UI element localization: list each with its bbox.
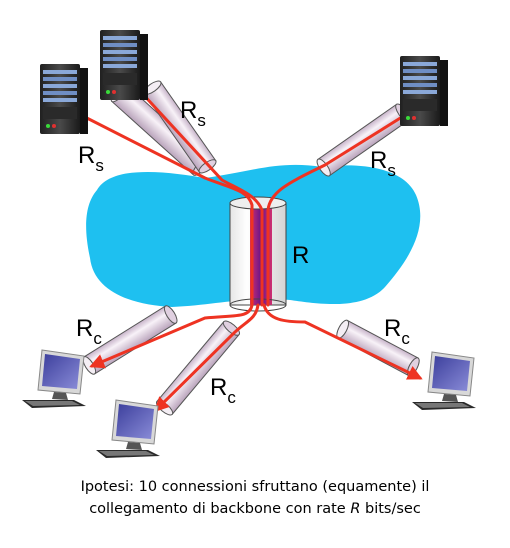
client-link-pipe-3 [336, 319, 420, 377]
server-link-label-3: Rs [370, 147, 396, 180]
server-link-label-1: Rs [180, 97, 206, 130]
server-icon-right [400, 56, 448, 126]
server-link-label-2: Rs [78, 142, 104, 175]
client-computer-icon-left [21, 349, 87, 409]
server-icon-left [40, 64, 88, 134]
diagram-caption: Ipotesi: 10 connessioni sfruttano (equam… [0, 476, 510, 520]
server-icon-top [100, 30, 148, 100]
backbone-link-label: R [292, 242, 309, 269]
backbone-link-cylinder [229, 196, 287, 312]
client-link-label-1: Rc [76, 315, 102, 348]
client-computer-icon-bottom [95, 399, 161, 459]
client-computer-icon-right [411, 351, 477, 411]
caption-line-2: collegamento di backbone con rate R bits… [89, 501, 421, 517]
caption-line-1: Ipotesi: 10 connessioni sfruttano (equam… [80, 479, 430, 495]
client-link-label-3: Rc [384, 315, 410, 348]
flow-lines [73, 76, 423, 413]
client-link-label-2: Rc [210, 374, 236, 407]
